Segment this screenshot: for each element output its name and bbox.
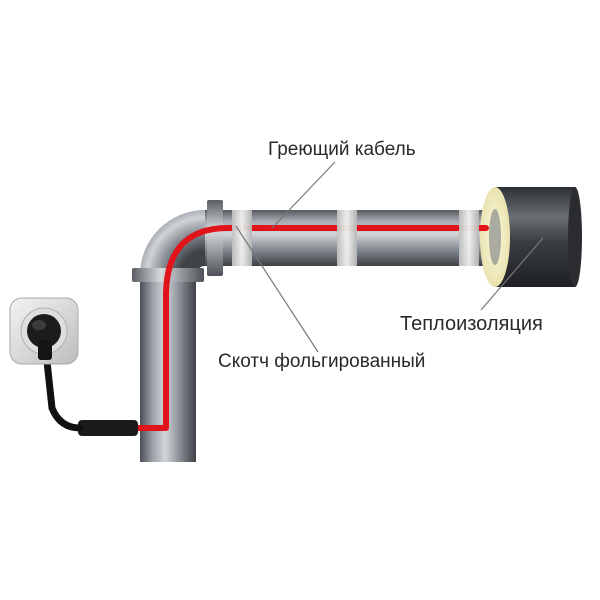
foil-tape-label: Скотч фольгированный <box>218 351 426 372</box>
foil-tape-strip <box>459 210 479 266</box>
insulation-sleeve <box>480 187 582 287</box>
insulation-label: Теплоизоляция <box>400 313 543 335</box>
leader-line-tape <box>235 225 319 353</box>
foil-tape-strip <box>337 210 357 266</box>
cable-joint-sleeve <box>78 420 138 436</box>
plug-icon <box>27 314 61 360</box>
foil-tape-strip <box>232 210 252 266</box>
leader-line-cable <box>271 161 336 229</box>
leader-line-insulation <box>480 237 544 311</box>
heating-cable-label: Греющий кабель <box>268 139 416 160</box>
power-cord <box>42 348 84 432</box>
horizontal-collar <box>207 200 223 276</box>
heating-cable <box>133 225 489 431</box>
pipe-elbow <box>140 210 205 275</box>
